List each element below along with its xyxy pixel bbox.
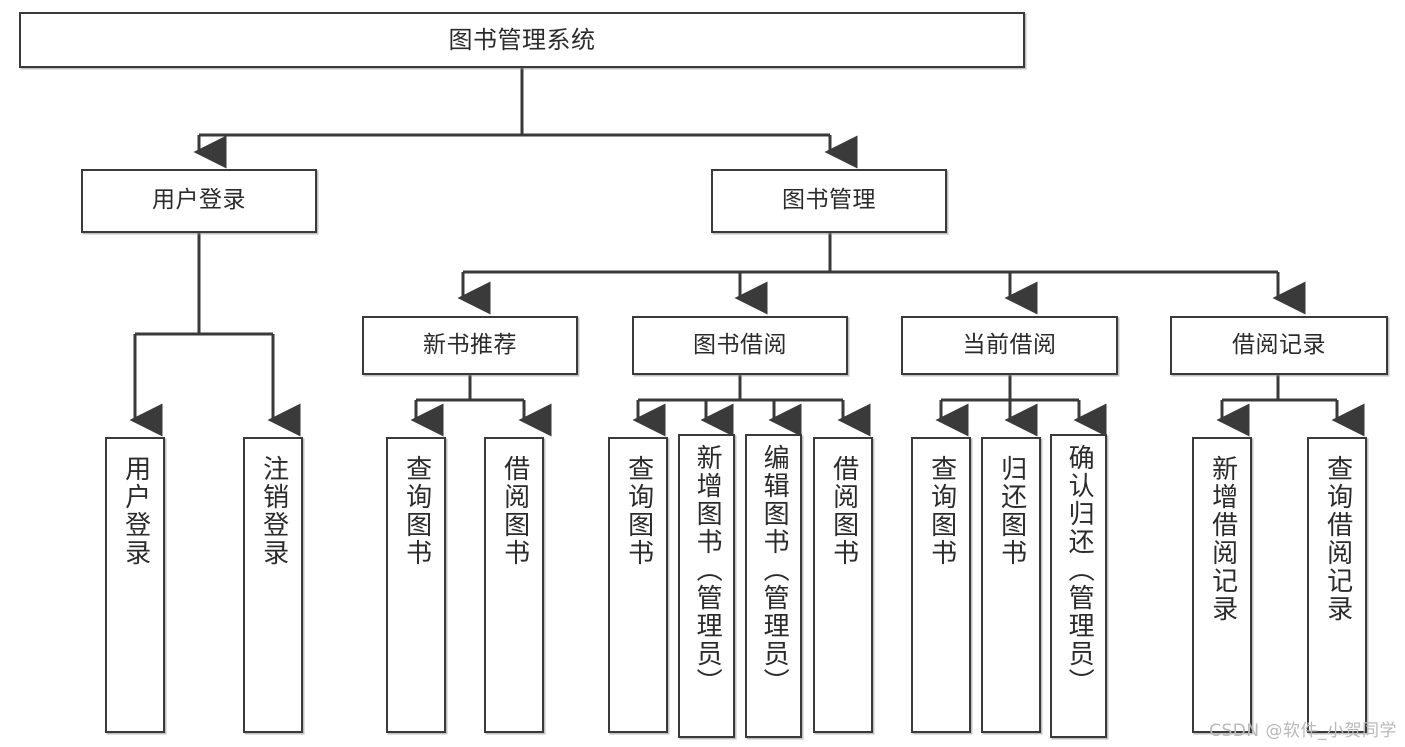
leaf-add-borrow-record[interactable]: 新增借阅记录 (1192, 437, 1252, 733)
leaf-query-book-borrow[interactable]: 查询图书 (608, 437, 668, 733)
node-label: 借阅图书 (499, 455, 530, 567)
node-label: 借阅图书 (828, 455, 859, 567)
leaf-query-book-recommend[interactable]: 查询图书 (386, 437, 446, 733)
leaf-logout[interactable]: 注销登录 (243, 437, 303, 733)
node-label: 图书管理系统 (448, 25, 596, 54)
node-label: 编辑图书（管理员） (759, 444, 790, 696)
node-label: 图书管理 (782, 187, 876, 214)
node-label: 图书借阅 (693, 331, 787, 358)
leaf-query-book-current[interactable]: 查询图书 (911, 437, 971, 733)
leaf-user-login[interactable]: 用户登录 (105, 437, 165, 733)
node-label: 新书推荐 (423, 331, 517, 358)
node-label: 查询借阅记录 (1322, 455, 1353, 623)
leaf-edit-book[interactable]: 编辑图书（管理员） (745, 434, 802, 738)
node-root-system[interactable]: 图书管理系统 (19, 12, 1025, 68)
node-book-manage[interactable]: 图书管理 (711, 169, 947, 233)
node-label: 归还图书 (996, 455, 1027, 567)
node-label: 用户登录 (120, 455, 151, 567)
node-label: 查询图书 (401, 455, 432, 567)
node-user-login[interactable]: 用户登录 (81, 169, 317, 233)
leaf-borrow-book-borrow[interactable]: 借阅图书 (813, 437, 873, 733)
node-book-borrow[interactable]: 图书借阅 (632, 316, 848, 375)
node-label: 借阅记录 (1232, 331, 1326, 358)
node-label: 用户登录 (152, 187, 246, 214)
node-label: 查询图书 (926, 455, 957, 567)
node-label: 当前借阅 (962, 331, 1057, 358)
node-new-book-recommend[interactable]: 新书推荐 (362, 316, 578, 375)
node-borrow-record[interactable]: 借阅记录 (1170, 316, 1388, 375)
node-label: 查询图书 (623, 455, 654, 567)
node-label: 新增图书（管理员） (692, 444, 723, 696)
csdn-watermark: CSDN @软件_小贺同学 (1209, 721, 1397, 741)
leaf-add-book[interactable]: 新增图书（管理员） (678, 434, 735, 738)
node-label: 注销登录 (258, 455, 289, 567)
leaf-query-borrow-record[interactable]: 查询借阅记录 (1307, 437, 1367, 733)
node-label: 确认归还（管理员） (1064, 444, 1095, 696)
leaf-confirm-return[interactable]: 确认归还（管理员） (1050, 434, 1107, 738)
leaf-borrow-book-recommend[interactable]: 借阅图书 (484, 437, 544, 733)
node-current-borrow[interactable]: 当前借阅 (901, 316, 1118, 375)
node-label: 新增借阅记录 (1207, 455, 1238, 623)
leaf-return-book[interactable]: 归还图书 (981, 437, 1041, 733)
